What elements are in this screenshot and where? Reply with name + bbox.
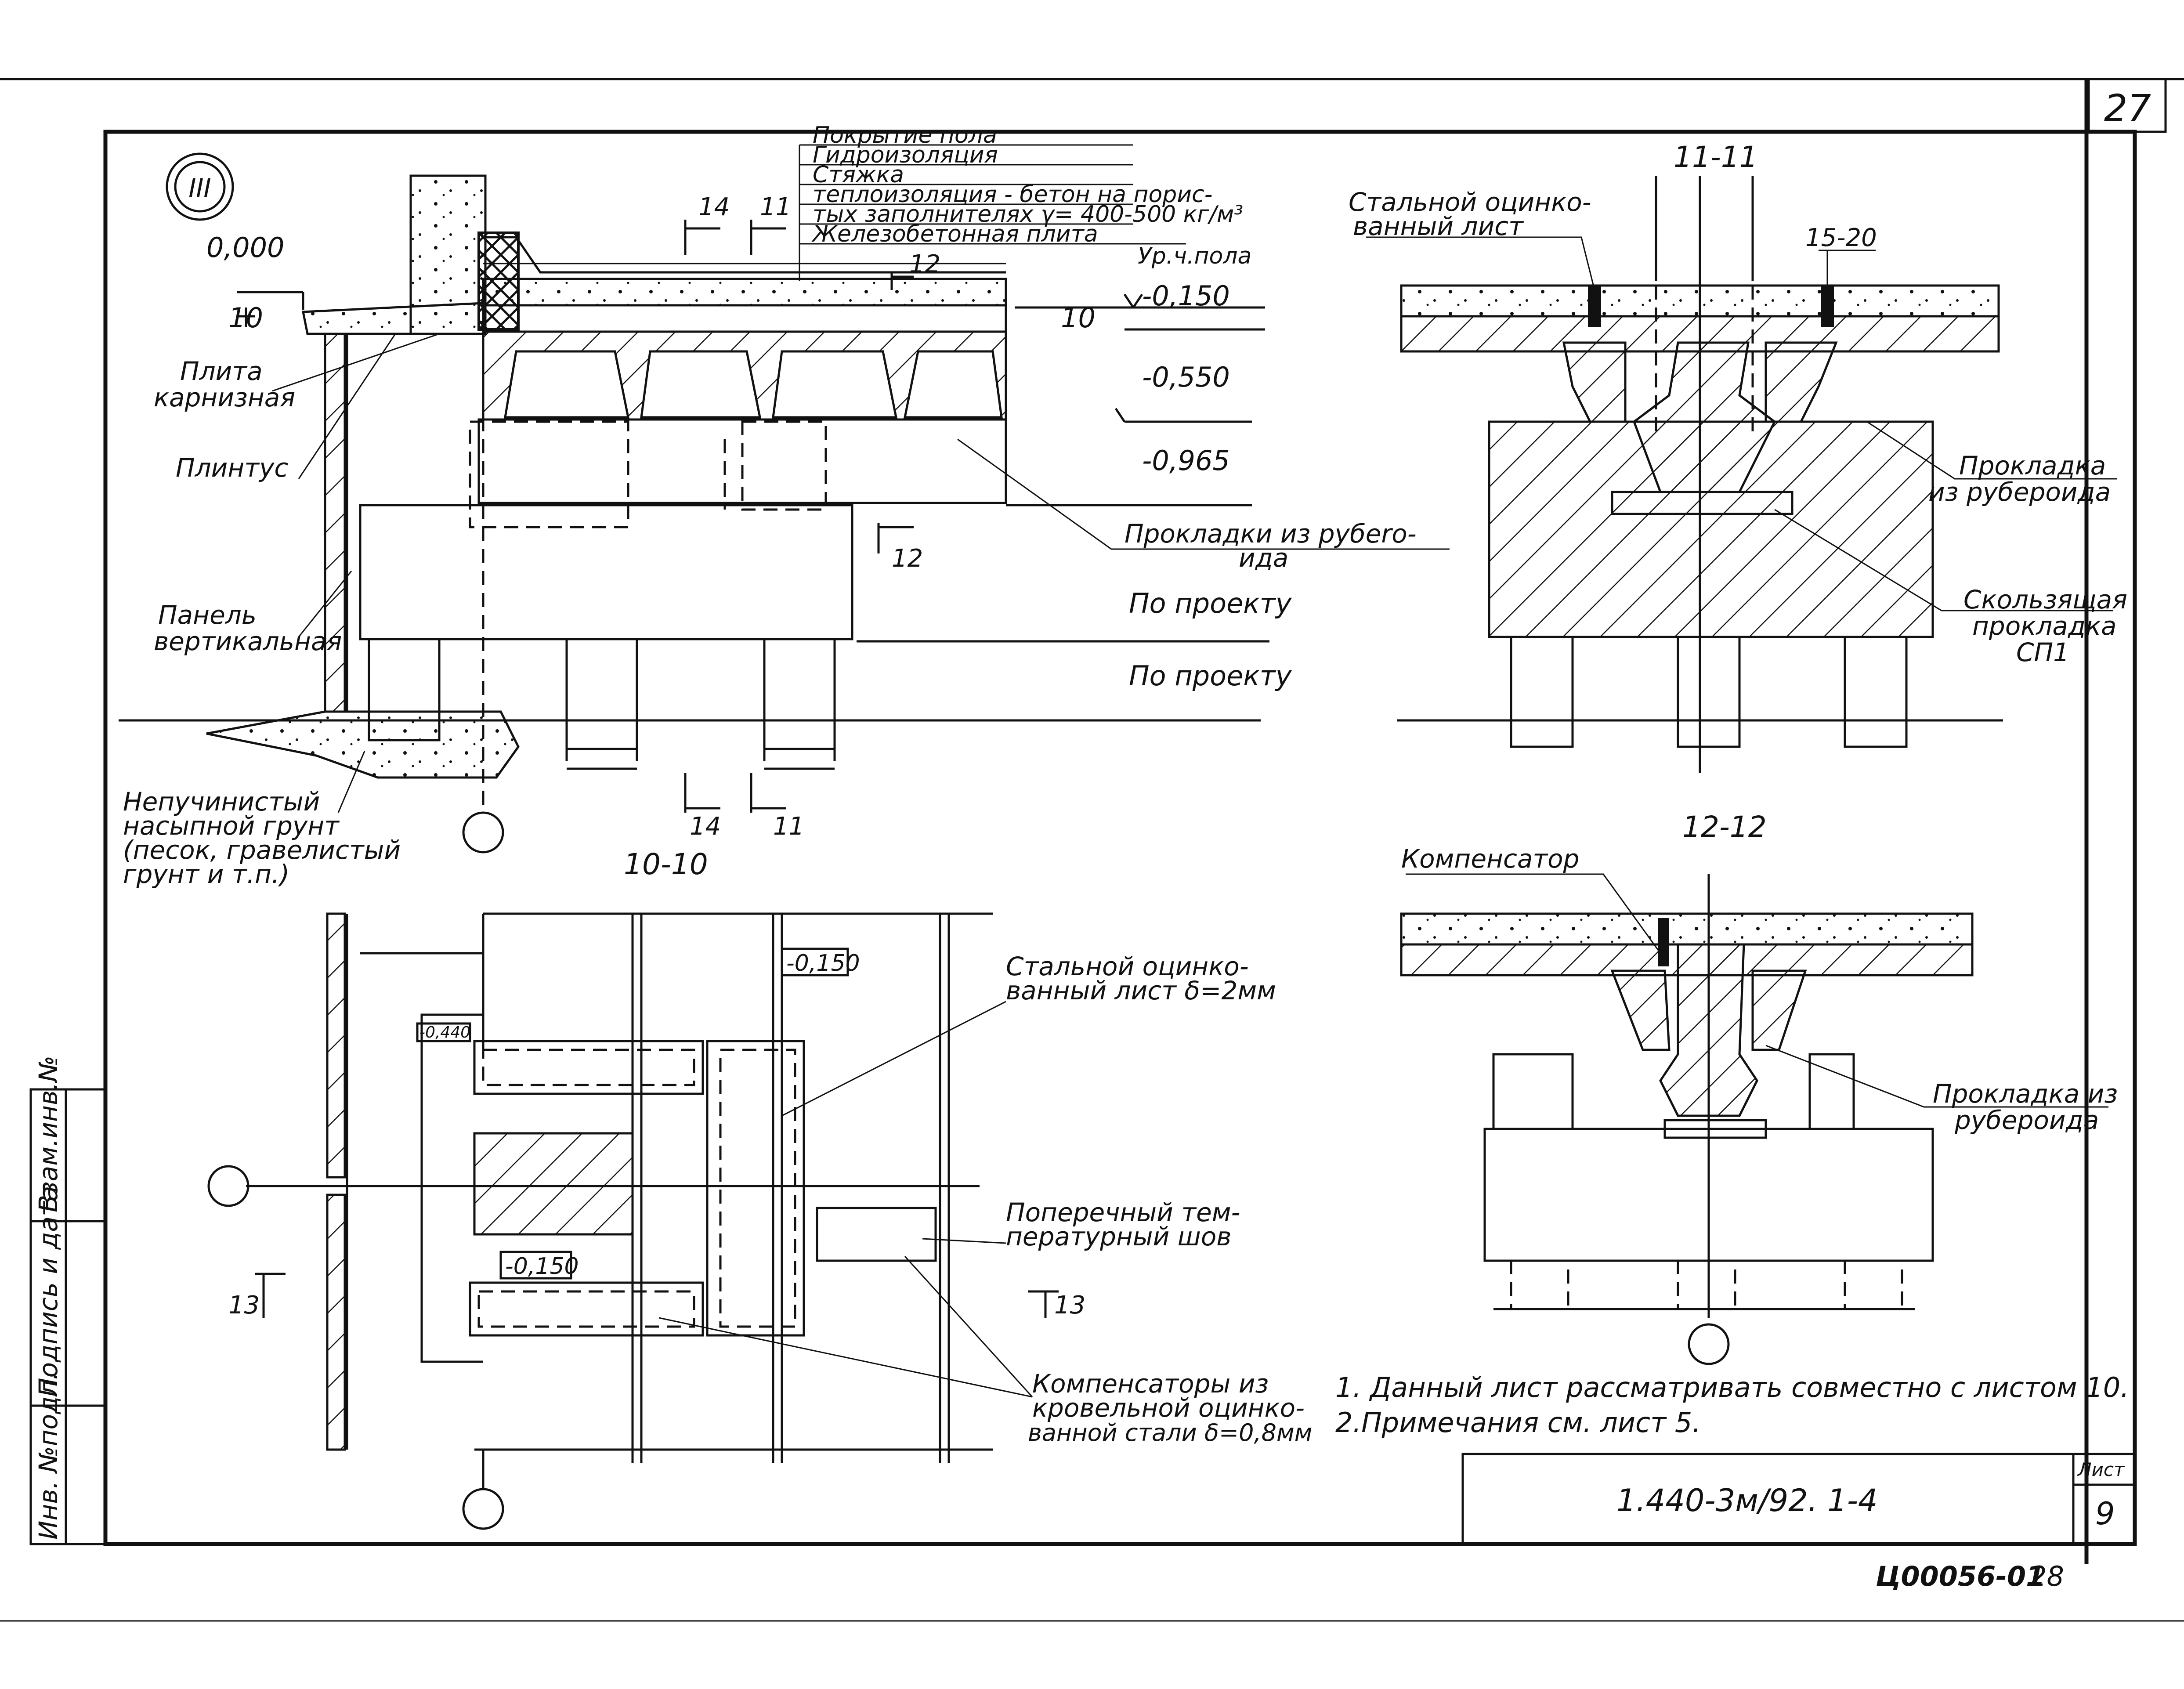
s11-sliding-3: СП1 (2016, 637, 2069, 667)
stamp-field-sign: Подпись и дата (33, 1186, 63, 1397)
label-grunt-4: грунт и т.п.) (123, 859, 289, 889)
plan-comp-1: Компенсаторы из (1032, 1369, 1269, 1399)
s11-steel-1: Стальной оцинко- (1349, 187, 1591, 217)
level-po-proektu-2: По проекту (1129, 660, 1292, 692)
section-11-title: 11-11 (1674, 140, 1758, 174)
s12-comp: Компенсатор (1401, 844, 1579, 874)
stamp-field-replace: Взам.инв.№ (33, 1056, 63, 1212)
floor-level-label: Ур.ч.пола (1138, 243, 1251, 269)
label-grunt-3: (песок, гравелистый (123, 835, 401, 865)
section-11-dim: 15-20 (1805, 224, 1877, 252)
note-2: 2.Примечания см. лист 5. (1335, 1407, 1701, 1439)
s11-roofing-2: из рубероида (1928, 477, 2111, 507)
plan-cut-13-right: 13 (1054, 1291, 1085, 1320)
label-grunt-2: насыпной грунт (123, 811, 340, 841)
layer-label-1: Покрытие пола (813, 122, 997, 148)
page-frame (0, 78, 2184, 1622)
cut-mark-12-mid: 12 (892, 544, 923, 573)
dim-10-left: 10 (228, 302, 263, 334)
plan-level-1: -0,150 (786, 950, 860, 977)
label-prokladki-2: ида (1239, 543, 1288, 573)
s11-steel-2: ванный лист (1353, 211, 1524, 241)
cut-mark-11-bottom: 11 (773, 812, 804, 841)
footer-page: 28 (2029, 1560, 2064, 1592)
s11-sliding-2: прокладка (1972, 611, 2117, 641)
label-prokladki-1: Прокладки из рубero- (1125, 519, 1417, 549)
label-plita-1: Плита (180, 356, 263, 386)
cut-mark-12-top: 12 (909, 250, 940, 278)
stamp-field-inv: Инв. №подл. (33, 1372, 63, 1540)
plan-level-2: -0,440 (419, 1024, 470, 1042)
footer-code: Ц00056-01 (1876, 1560, 2045, 1592)
dim-10-right: 10 (1061, 302, 1096, 334)
cut-mark-11-top: 11 (760, 193, 791, 221)
plan-cut-13-left: 13 (228, 1291, 260, 1320)
plan-joint-1: Поперечный тем- (1006, 1197, 1240, 1227)
section-12-drawing (1400, 873, 2108, 1365)
layer-label-2: Гидроизоляция (813, 142, 998, 168)
label-grunt-1: Непучинистый (123, 787, 320, 817)
side-stamp (29, 1088, 107, 1545)
s12-roofing-2: рубероида (1954, 1105, 2099, 1135)
plan-10-title: 10-10 (624, 847, 708, 881)
level-minus-0965: -0,965 (1142, 445, 1230, 477)
plan-level-3: -0,150 (505, 1253, 579, 1280)
section-12-title: 12-12 (1682, 810, 1767, 844)
sheet-label: Лист (2077, 1459, 2125, 1480)
section-11-drawing (1366, 176, 2117, 773)
plan-joint-2: пературный шов (1006, 1222, 1231, 1251)
label-plintus: Плинтус (176, 453, 288, 483)
label-plita-2: карнизная (154, 383, 295, 412)
cut-mark-14-top: 14 (698, 193, 730, 221)
s11-roofing-1: Прокладка (1959, 451, 2106, 481)
plan-steel-2: ванный лист δ=2мм (1006, 976, 1276, 1005)
plan-comp-3: ванной стали δ=0,8мм (1028, 1419, 1312, 1447)
label-panel-1: Панель (158, 600, 257, 630)
plan-10-drawing (207, 912, 1059, 1530)
plan-steel-1: Стальной оцинко- (1006, 951, 1249, 981)
plan-comp-2: кровельной оцинко- (1032, 1393, 1305, 1423)
s11-sliding-1: Скользящая (1963, 585, 2127, 615)
layer-label-6: Железобетонная плита (811, 221, 1098, 247)
label-panel-2: вертикальная (154, 626, 342, 656)
corner-number: 27 (2104, 87, 2151, 130)
callout-symbol (166, 152, 234, 221)
level-minus-0550: -0,550 (1142, 361, 1230, 393)
layer-label-3: Стяжка (813, 162, 904, 188)
main-section-drawing (119, 144, 1450, 854)
s12-roofing-1: Прокладка из (1933, 1079, 2118, 1109)
callout-symbol-text: III (188, 173, 211, 203)
stamp-code: 1.440-3м/92. 1-4 (1616, 1483, 1878, 1519)
note-1: 1. Данный лист рассматривать совместно с… (1335, 1371, 2129, 1403)
layer-label-5: тых заполнителях γ= 400-500 кг/м³ (813, 201, 1243, 228)
sheet-number: 9 (2095, 1496, 2115, 1532)
layer-label-4: теплоизоляция - бетон на порис- (813, 181, 1212, 208)
level-po-proektu-1: По проекту (1129, 587, 1292, 619)
level-zero: 0,000 (206, 231, 285, 264)
level-minus-0150: -0,150 (1142, 280, 1230, 312)
cut-mark-14-bottom: 14 (690, 812, 721, 841)
title-block (1461, 1453, 2136, 1545)
